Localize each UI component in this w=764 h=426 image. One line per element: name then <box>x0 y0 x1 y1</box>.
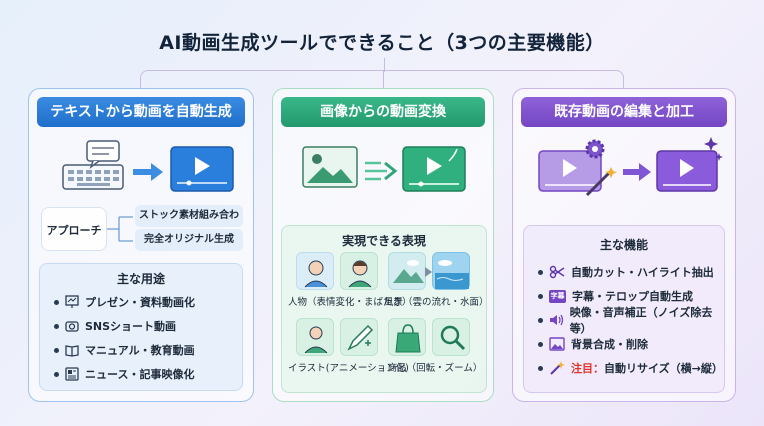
lake-icon <box>435 260 469 289</box>
video-player-icon <box>402 146 466 192</box>
list-item: プレゼン・資料動画化 <box>54 292 195 312</box>
caption-landscape: 風景（雲の流れ・水面） <box>384 297 489 308</box>
connector-line <box>386 70 624 88</box>
list-item-highlight: 注目： 自動リサイズ（横→縦） <box>538 358 723 378</box>
landscape-icon <box>393 260 424 283</box>
magnifier-icon <box>440 325 466 351</box>
speaker-icon <box>549 314 563 326</box>
approach-item: 完全オリジナル生成 <box>135 229 243 251</box>
video-player-icon <box>170 146 234 192</box>
connector-line <box>140 70 386 88</box>
camera-icon <box>65 321 79 332</box>
landscape-tile <box>388 252 426 290</box>
list-item-label: SNSショート動画 <box>85 320 177 333</box>
presentation-icon <box>65 295 79 308</box>
keyboard-icon <box>62 164 124 190</box>
motion-arrow-icon <box>365 161 398 181</box>
subtitle-icon: 字幕 <box>549 289 566 303</box>
caption-person: 人物（表情変化・まばたき） <box>288 297 412 308</box>
list-item: マニュアル・教育動画 <box>54 340 195 360</box>
news-icon <box>65 367 79 381</box>
shopping-bag-icon <box>395 324 421 353</box>
arrow-right-icon <box>623 163 651 181</box>
gear-icon <box>585 139 605 159</box>
landscape-tile <box>432 252 470 290</box>
bullet <box>54 347 59 353</box>
page-title: AI動画生成ツールでできること（3つの主要機能） <box>159 32 605 54</box>
approach-card: アプローチ <box>41 207 107 251</box>
features-card: 主な機能 自動カット・ハイライト抽出 字幕 字幕・テロップ自動生成 映像・音声補… <box>523 225 725 393</box>
list-item: ニュース・記事映像化 <box>54 364 194 384</box>
uses-card: 主な用途 プレゼン・資料動画化 SNSショート動画 マニュアル・教育動画 ニュー… <box>39 263 243 391</box>
bullet <box>538 293 543 299</box>
chat-bubble-icon <box>86 140 120 170</box>
bullet <box>538 317 543 323</box>
illustration-tile <box>340 318 378 356</box>
bullet <box>54 299 59 305</box>
book-icon <box>65 345 79 357</box>
branch-connector <box>107 216 133 242</box>
video-player-icon <box>656 150 718 192</box>
arrow-right-icon <box>425 267 432 277</box>
note-text: 自動リサイズ（横→縦） <box>604 362 723 375</box>
features-title: 主な機能 <box>599 238 648 252</box>
caption-product: 商品（回転・ズーム） <box>387 363 483 374</box>
list-item: 字幕 字幕・テロップ自動生成 <box>538 286 693 306</box>
panel-image-to-video: 画像からの動画変換 実現できる表現 <box>272 88 494 402</box>
bullet <box>538 365 543 371</box>
approach-item: ストック素材組み合わせ <box>135 205 243 243</box>
list-item-label: マニュアル・教育動画 <box>85 344 195 357</box>
person-tile <box>296 252 334 290</box>
illustration-tile <box>296 318 334 356</box>
list-item-label: ニュース・記事映像化 <box>85 368 195 381</box>
approach-label: アプローチ <box>46 224 102 237</box>
list-item-label: 自動カット・ハイライト抽出 <box>571 266 714 279</box>
list-item: SNSショート動画 <box>54 316 176 336</box>
scissors-icon <box>549 265 565 279</box>
image-icon <box>549 337 565 351</box>
magic-wand-icon <box>550 361 565 375</box>
bullet <box>54 323 59 329</box>
list-item-label: 字幕・テロップ自動生成 <box>572 290 693 303</box>
pencil-icon <box>347 324 374 351</box>
person-tile <box>340 252 378 290</box>
bullet <box>538 269 543 275</box>
panel-text-to-video: テキストから動画を自動生成 アプローチ <box>28 88 254 402</box>
panel-title: テキストから動画を自動生成 <box>37 97 245 127</box>
connector-line <box>383 70 385 88</box>
expressions-title: 実現できる表現 <box>342 234 426 248</box>
image-to-video-illustration <box>302 146 466 192</box>
sparkle-icon <box>704 137 723 161</box>
arrow-right-icon <box>133 163 163 181</box>
list-item-label: 背景合成・削除 <box>571 338 648 351</box>
connector-line <box>384 58 386 72</box>
panel-title: 画像からの動画変換 <box>281 97 485 127</box>
list-item: 背景合成・削除 <box>538 334 648 354</box>
list-item-label: プレゼン・資料動画化 <box>85 296 195 309</box>
magic-wand-icon <box>585 167 617 197</box>
panel-title: 既存動画の編集と加工 <box>521 97 727 127</box>
person-icon <box>348 260 372 288</box>
text-to-video-illustration <box>62 140 234 192</box>
list-item: 映像・音声補正（ノイズ除去等） <box>538 306 724 335</box>
person-icon <box>304 326 328 354</box>
note-label: 注目： <box>571 362 604 375</box>
list-item: 自動カット・ハイライト抽出 <box>538 262 714 282</box>
landscape-image-icon <box>302 146 358 188</box>
video-editing-illustration <box>538 137 723 197</box>
panel-video-editing: 既存動画の編集と加工 主な機能 <box>512 88 736 402</box>
bullet <box>538 341 543 347</box>
uses-title: 主な用途 <box>116 272 165 286</box>
product-tile <box>432 318 470 356</box>
product-tile <box>388 318 426 356</box>
list-item-label: 映像・音声補正（ノイズ除去等） <box>569 306 713 335</box>
caption-illustration: イラスト(アニメーション化) <box>288 363 409 374</box>
bullet <box>54 371 59 377</box>
expressions-card: 実現できる表現 人物（表情変化・まばたき） 風景（雲の流れ・水面） イラスト(ア… <box>281 225 489 393</box>
video-player-icon <box>538 150 602 192</box>
person-icon <box>304 260 328 288</box>
